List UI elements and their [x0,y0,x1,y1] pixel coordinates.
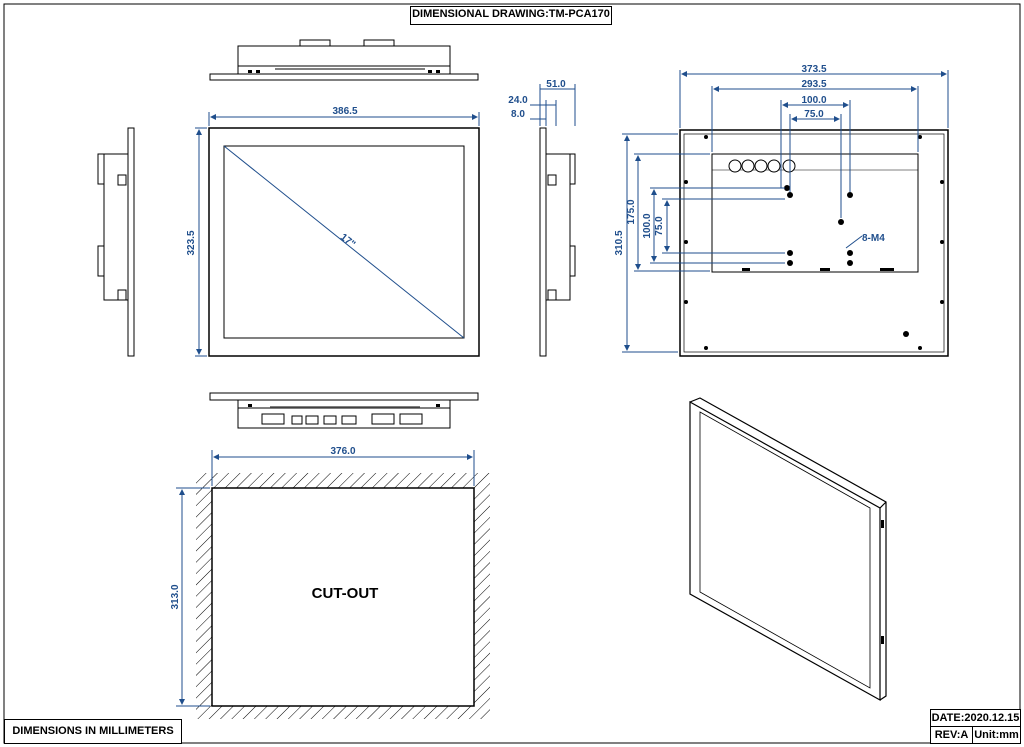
cutout-label: CUT-OUT [311,585,379,602]
rear-height-total-label: 310.5 [614,230,625,255]
units-note: DIMENSIONS IN MILLIMETERS [12,725,174,737]
unit-label: Unit:mm [974,729,1019,741]
cutout-width-label: 376.0 [330,446,355,457]
rear-height-75-label: 75.0 [654,216,665,236]
bottom-view [209,392,479,429]
front-height-label: 323.5 [186,230,197,255]
depth-a-label: 24.0 [508,95,528,106]
right-side-view [539,127,576,357]
rear-width-total-label: 373.5 [801,64,826,75]
rear-connectors [728,159,796,173]
title-box [410,6,612,25]
isometric-view [689,397,887,702]
left-side-view [97,127,135,357]
cutout-height-label: 313.0 [170,584,181,609]
rear-vesa-75-label: 75.0 [804,109,824,120]
date-label: DATE:2020.12.15 [931,712,1020,724]
unit-box [972,726,1021,744]
rear-height-100-label: 100.0 [642,213,653,238]
top-view [209,39,479,81]
units-note-box [4,719,182,744]
cutout-view [196,473,490,719]
screw-callout-label: 8-M4 [862,233,885,244]
vesa-holes [684,135,944,350]
rear-height-175-label: 175.0 [626,199,637,224]
depth-b-label: 8.0 [511,109,525,120]
rear-width-mid-label: 293.5 [801,79,826,90]
rear-view [679,129,949,357]
front-width-label: 386.5 [332,106,357,117]
rear-vesa-100-label: 100.0 [801,95,826,106]
depth-total-label: 51.0 [546,79,566,90]
page-title: DIMENSIONAL DRAWING:TM-PCA170 [412,8,610,20]
rev-label: REV:A [934,729,969,741]
front-view [208,127,480,357]
